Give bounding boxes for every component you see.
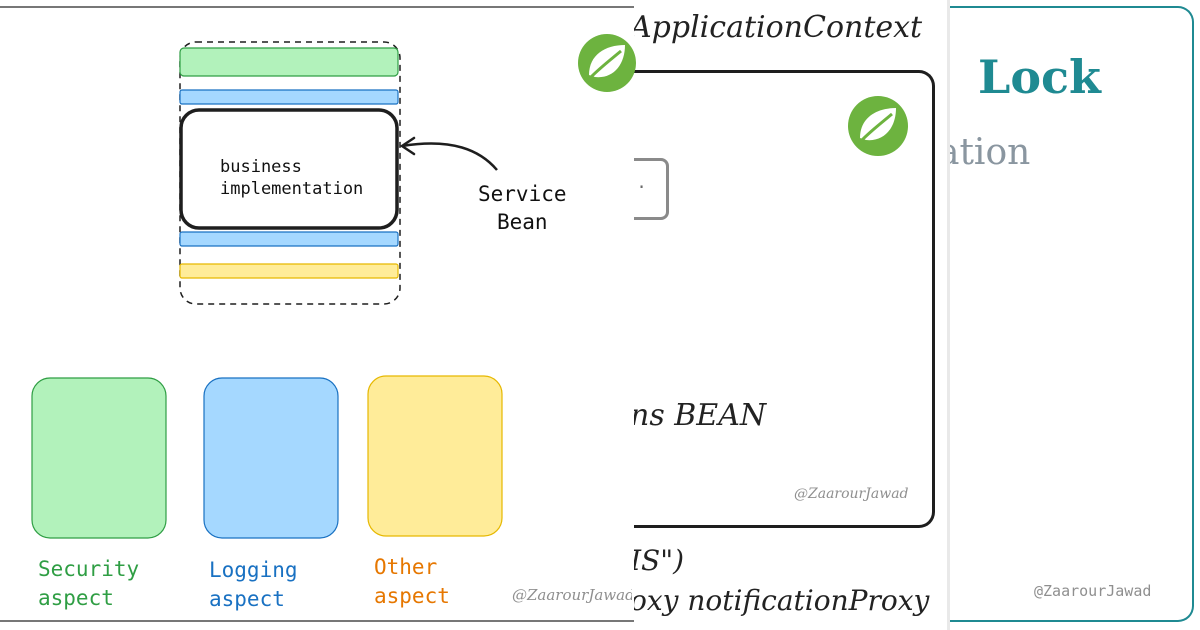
proxy-text-line1: IS"): [630, 544, 685, 577]
spring-leaf-icon: [578, 34, 636, 92]
application-context-box: [622, 70, 935, 528]
front-card-top-border: [0, 6, 634, 8]
proxy-text-line2: oxy notificationProxy: [630, 584, 930, 617]
other-label-line1: Other: [374, 555, 438, 579]
spring-leaf-icon: [848, 96, 908, 156]
logging-layer-top: [179, 89, 399, 105]
back-card: Lock ation @ZaarourJawad: [930, 0, 1200, 630]
service-bean-arrow: [401, 142, 498, 171]
other-label-line2: aspect: [374, 584, 450, 608]
service-label-line2: Bean: [496, 210, 548, 234]
bean-label-line2: implementation: [220, 179, 364, 199]
security-layer: [179, 47, 399, 77]
back-card-subtitle: ation: [938, 132, 1031, 173]
service-label-line1: Service: [478, 182, 567, 206]
front-card-credit: @ZaarourJawad: [512, 586, 632, 604]
middle-card-edge: [947, 0, 950, 630]
aop-diagram: [31, 41, 503, 539]
business-implementation-label: business implementation: [220, 156, 363, 200]
logging-aspect-label: Logging aspect: [209, 556, 298, 614]
middle-card-credit: @ZaarourJawad: [794, 486, 909, 502]
back-card-frame: [930, 6, 1194, 622]
logging-layer-bottom: [179, 231, 399, 247]
back-card-title: Lock: [978, 50, 1101, 104]
service-bean-label: Service Bean: [478, 180, 567, 236]
front-card: business implementation Service Bean Sec…: [0, 6, 636, 622]
logging-label-line1: Logging: [209, 558, 298, 582]
other-legend-box: [367, 375, 503, 537]
business-bean-box: [179, 108, 399, 230]
front-card-bottom-border: [0, 620, 634, 622]
middle-card: ApplicationContext ·· ns BEAN @ZaarourJa…: [622, 0, 950, 630]
security-label-line2: aspect: [38, 586, 114, 610]
application-context-title: ApplicationContext: [630, 10, 923, 45]
other-aspect-label: Other aspect: [374, 553, 450, 611]
other-layer: [179, 263, 399, 279]
logging-legend-box: [203, 377, 339, 539]
security-aspect-label: Security aspect: [38, 555, 139, 613]
logging-label-line2: aspect: [209, 587, 285, 611]
security-label-line1: Security: [38, 557, 140, 581]
beans-text: ns BEAN: [630, 398, 767, 433]
bean-label-line1: business: [220, 157, 302, 177]
back-card-credit: @ZaarourJawad: [1034, 582, 1152, 600]
security-legend-box: [31, 377, 167, 539]
